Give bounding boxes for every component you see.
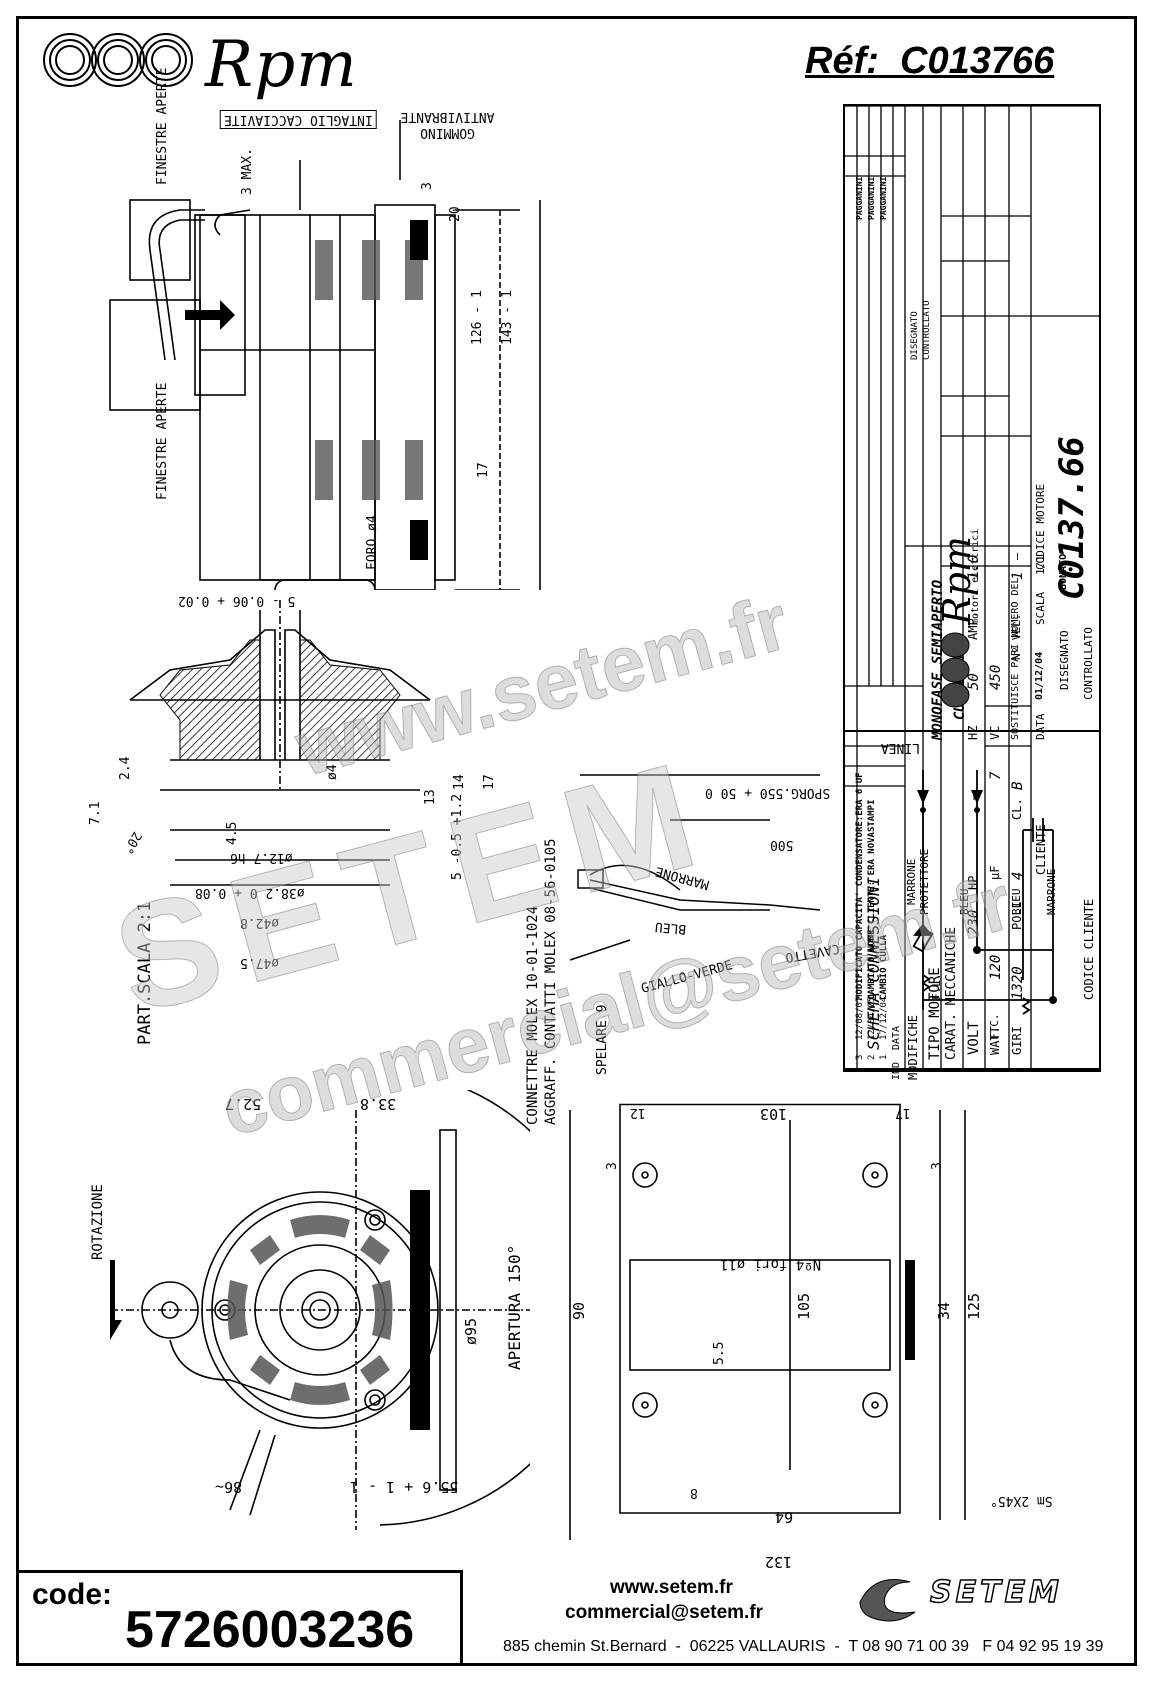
motor-front-view bbox=[110, 1090, 530, 1530]
cable-drawing bbox=[570, 774, 821, 961]
dim-95: ø95 bbox=[462, 1317, 480, 1345]
bracket-view bbox=[569, 1103, 966, 1540]
sostituisce-value: – bbox=[1010, 552, 1024, 560]
len-500: 500 bbox=[770, 837, 794, 852]
title-block-grid bbox=[845, 106, 1099, 1070]
dim-8: 8 bbox=[690, 1485, 698, 1500]
code-box bbox=[16, 1570, 463, 1666]
dim-103: 103 bbox=[760, 1105, 788, 1123]
motor-side-view bbox=[109, 120, 541, 590]
date-value: 01/12/04 bbox=[1034, 651, 1045, 700]
finestre-aperte-bottom: FINESTRE APERTE bbox=[155, 382, 170, 500]
rev-1-author: PAGGANINI bbox=[879, 176, 888, 220]
dim-7-1: 7.1 bbox=[88, 801, 103, 825]
gommino-label: GOMMINO ANTIVIBRANTE bbox=[400, 109, 495, 140]
dim-90: 90 bbox=[570, 1301, 588, 1320]
dim-12: 12 bbox=[630, 1105, 646, 1120]
holes-label: Nº4 fori ø11 bbox=[720, 1256, 822, 1272]
fl-label: F.L. bbox=[930, 973, 943, 1001]
dim-132: 132 bbox=[765, 1553, 793, 1571]
disegnato-label: DISEGNATO bbox=[1058, 630, 1071, 690]
cable-bleu: BLEU bbox=[654, 918, 687, 937]
rotazione-label: ROTAZIONE bbox=[90, 1184, 106, 1260]
small-coil-logo bbox=[940, 632, 970, 708]
marrone2-label: MARRONE bbox=[1045, 868, 1058, 915]
dim-3-top: 3 bbox=[420, 182, 435, 190]
dim-126: 126 - 1 bbox=[470, 290, 485, 345]
linea-label: LINEA bbox=[880, 740, 920, 755]
scala-label: SCALA bbox=[1034, 591, 1047, 625]
dim-3b: 3 bbox=[930, 1162, 945, 1170]
dim-17-top: 17 bbox=[476, 462, 491, 478]
disegnato-value: BONATO bbox=[1058, 553, 1069, 590]
chamfer-label: Sm 2X45° bbox=[990, 1493, 1053, 1508]
dim-5-5: 5.5 bbox=[712, 1341, 727, 1365]
vc-value: 450 bbox=[988, 664, 1004, 690]
scala-value: 1/1 bbox=[1034, 555, 1047, 575]
dim-125: 125 bbox=[965, 1292, 983, 1320]
brand-logo-text: Rpm bbox=[205, 28, 358, 102]
rpm-small-sub: motori elettrici bbox=[970, 528, 981, 625]
foro-label: FORO ø4 bbox=[365, 515, 380, 570]
dim-4-5: 4.5 bbox=[225, 821, 240, 845]
dim-64: 64 bbox=[775, 1508, 794, 1526]
code-value: 5726003236 bbox=[125, 1601, 415, 1659]
finestre-aperte-top: FINESTRE APERTE bbox=[155, 67, 170, 185]
ref-value: C013766 bbox=[900, 40, 1055, 82]
setem-logo: SETEM bbox=[929, 1574, 1063, 1611]
schema-box bbox=[843, 730, 1101, 1070]
shaft-detail-section bbox=[129, 600, 431, 886]
reference-number: Réf: C013766 bbox=[805, 40, 1054, 83]
three-max-label: 3 MAX. bbox=[240, 148, 255, 195]
dim-34: 34 bbox=[935, 1301, 953, 1320]
apertura-label: APERTURA 150° bbox=[505, 1244, 524, 1370]
dim-3a: 3 bbox=[605, 1162, 620, 1170]
dim-55-6: 55.6 + 1 - 1 bbox=[350, 1478, 459, 1496]
drawing-frame bbox=[16, 16, 1137, 1666]
dim-20: 20 bbox=[448, 206, 463, 222]
footer-web[interactable]: www.setem.fr bbox=[610, 1577, 733, 1598]
rev-2-author: PAGGANINI bbox=[867, 176, 876, 220]
fc-label: F.C. bbox=[988, 1013, 1001, 1041]
rev-3-author: PAGGANINI bbox=[855, 176, 864, 220]
ref-label: Réf: bbox=[805, 40, 879, 82]
setem-swirl-icon bbox=[859, 1579, 916, 1622]
footer-email[interactable]: commercial@setem.fr bbox=[565, 1602, 764, 1623]
tol-label: 5 - 0.06 + 0.02 bbox=[178, 593, 296, 608]
sostituisce-label: SOSTITUISCE PARI NUMERO DEL bbox=[1010, 577, 1021, 740]
dim-2-4: 2.4 bbox=[118, 756, 133, 780]
dim-86: 86~ bbox=[215, 1478, 243, 1496]
controllato-label: CONTROLLATO bbox=[1082, 627, 1095, 700]
wiring-diagram bbox=[912, 770, 1057, 1015]
footer-address: 885 chemin St.Bernard - 06225 VALLAURIS … bbox=[503, 1638, 1104, 1655]
rpm-coil-logo bbox=[43, 33, 193, 87]
dim-105: 105 bbox=[795, 1292, 813, 1320]
sporg-label: SPORG.550 + 50 0 bbox=[705, 785, 831, 800]
dim-143: 143 - 1 bbox=[500, 290, 515, 345]
disegnato-header: DISEGNATO bbox=[910, 311, 920, 360]
controllato-header: CONTROLLATO bbox=[922, 300, 932, 360]
code-label: code: bbox=[32, 1578, 113, 1611]
title-block bbox=[843, 104, 1101, 1072]
dim-17-bracket: 17 bbox=[895, 1105, 911, 1120]
intaglio-label: INTAGLIO CACCIAVITE bbox=[220, 110, 377, 129]
